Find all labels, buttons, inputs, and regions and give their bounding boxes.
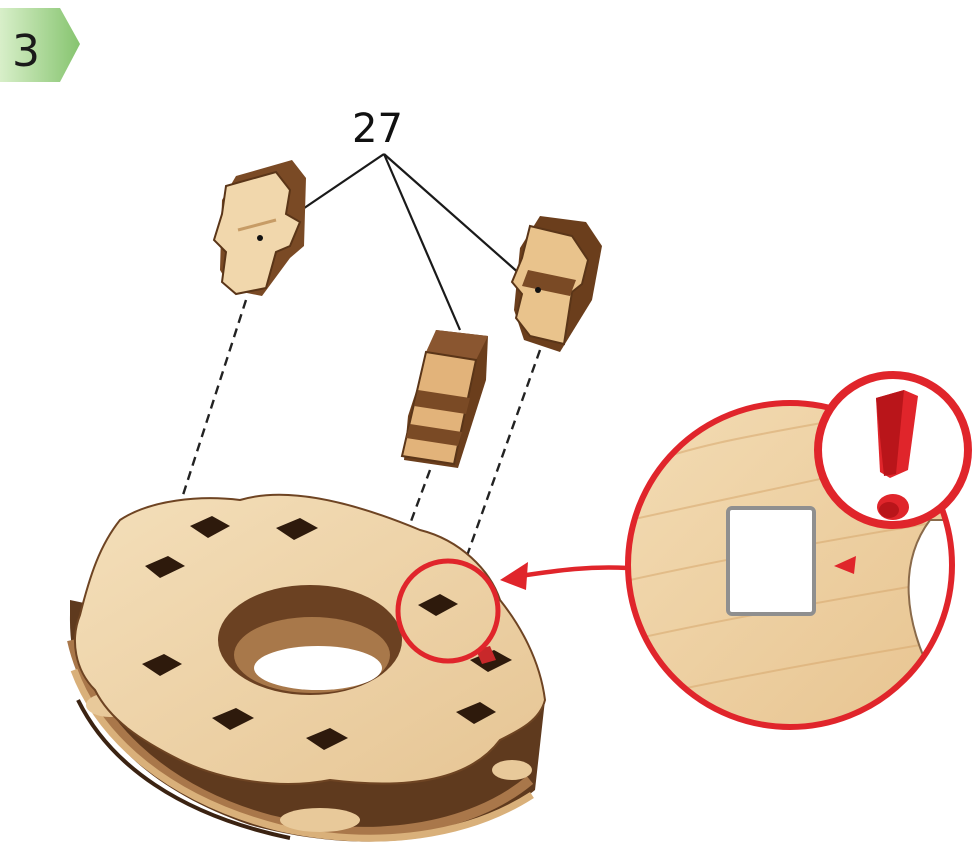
part-27-piece-middle bbox=[402, 330, 488, 468]
part-number-label: 27 bbox=[352, 106, 403, 152]
zoom-slot bbox=[728, 508, 814, 614]
part-27-piece-right bbox=[512, 216, 602, 352]
step-badge: 3 bbox=[0, 8, 80, 82]
warning-badge bbox=[818, 375, 968, 525]
base-ring bbox=[70, 495, 545, 842]
step-number: 3 bbox=[12, 26, 40, 77]
part-27-piece-left bbox=[214, 160, 306, 296]
arrow-icon bbox=[500, 562, 628, 590]
